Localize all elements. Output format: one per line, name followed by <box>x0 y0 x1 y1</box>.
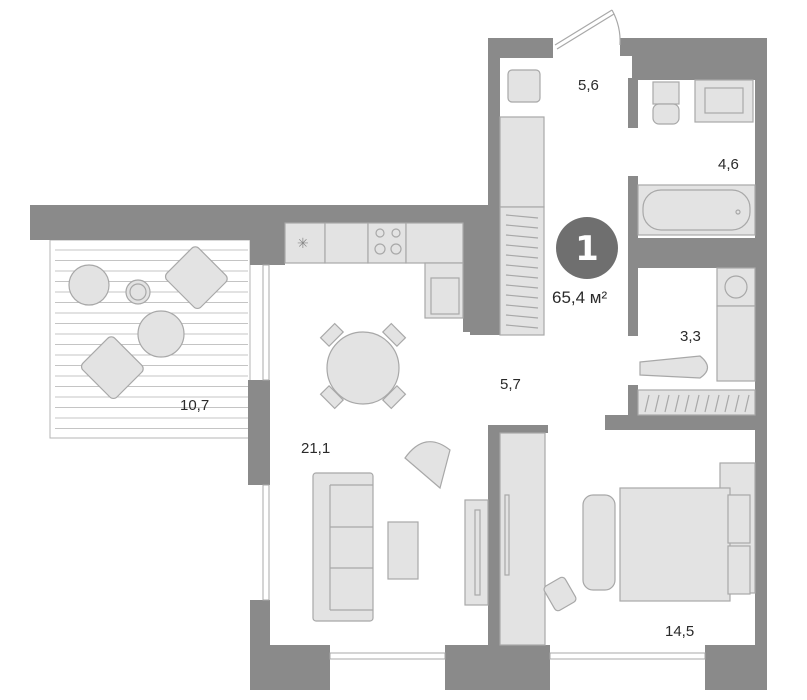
total-area: 65,4 м² <box>552 288 607 307</box>
coffee-table <box>387 521 419 580</box>
hanger <box>505 314 539 319</box>
shelf-item <box>644 394 650 413</box>
bathtub <box>637 184 756 236</box>
tv-stand <box>464 499 489 606</box>
shelf-item <box>694 394 700 413</box>
hanger <box>505 244 539 249</box>
dining-table <box>319 322 407 410</box>
hanger <box>505 254 539 259</box>
shelf-item <box>704 394 710 413</box>
balcony-furniture <box>68 246 228 400</box>
ironing-board <box>639 355 709 379</box>
hanger <box>505 264 539 269</box>
desk <box>499 432 546 646</box>
pouf <box>507 69 541 103</box>
desk-chair <box>543 576 577 612</box>
shelf-item <box>664 394 670 413</box>
wardrobe <box>499 116 545 336</box>
room-area-bathroom: 4,6 <box>718 156 739 173</box>
room-area-hall: 5,6 <box>578 77 599 94</box>
hanger <box>505 274 539 279</box>
room-area-laundry: 3,3 <box>680 328 701 345</box>
shelf-item <box>734 394 740 413</box>
shelf-item <box>744 394 750 413</box>
shelf-item <box>724 394 730 413</box>
room-count: 1 <box>575 229 599 269</box>
shelf-item <box>714 394 720 413</box>
room-area-bedroom: 14,5 <box>665 623 694 640</box>
hanger <box>505 284 539 289</box>
hanger <box>505 324 539 329</box>
bench <box>582 494 616 591</box>
shelf <box>637 389 756 416</box>
shelf-item <box>674 394 680 413</box>
room-count-badge: 1 <box>556 217 618 279</box>
entrance-door[interactable] <box>554 9 621 50</box>
sofa <box>312 472 374 622</box>
hanger <box>505 224 539 229</box>
shelf-item <box>654 394 660 413</box>
toilet <box>652 81 680 125</box>
kitchen-counter: ✳ <box>284 222 464 319</box>
hanger <box>505 214 539 219</box>
svg-text:✳: ✳ <box>297 236 309 252</box>
room-area-balcony: 10,7 <box>180 397 209 414</box>
armchair <box>404 441 451 490</box>
shelf-item <box>684 394 690 413</box>
room-area-living-kitchen: 21,1 <box>301 440 330 457</box>
room-area-corridor: 5,7 <box>500 376 521 393</box>
hanger <box>505 294 539 299</box>
hanger <box>505 304 539 309</box>
hanger <box>505 234 539 239</box>
sink <box>694 79 754 123</box>
walls <box>30 38 767 690</box>
windows <box>262 264 706 660</box>
washing-machine <box>716 267 756 382</box>
bed <box>619 462 756 602</box>
